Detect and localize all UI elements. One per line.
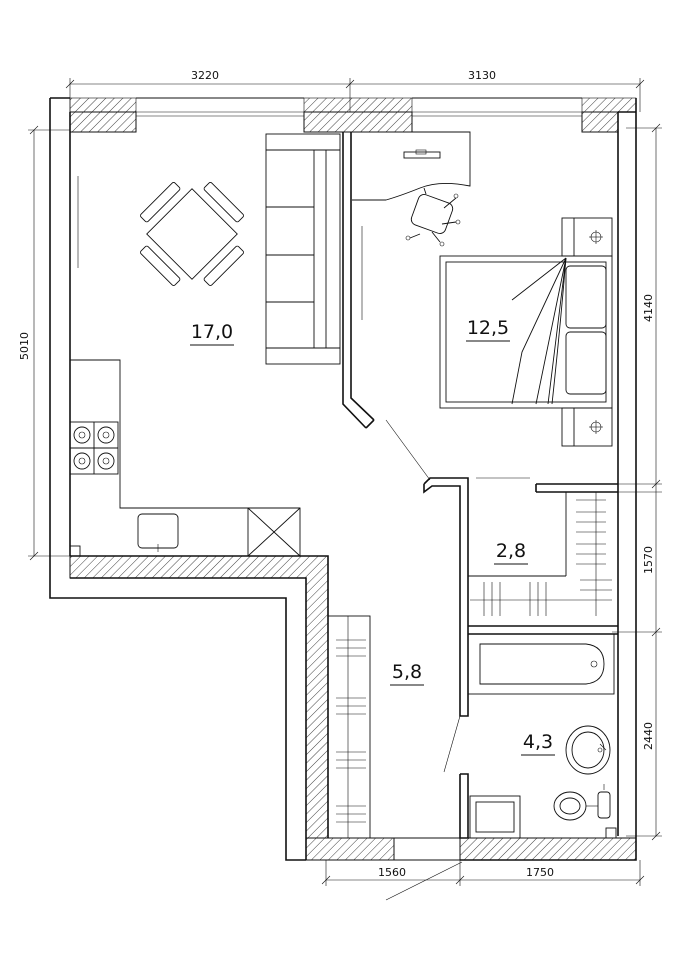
room-label-bathroom: 4,3 [521, 731, 555, 756]
floor-drain-icon [69, 545, 81, 557]
dimension-bottom-left: 1560 [378, 866, 406, 879]
bathtub [467, 633, 615, 695]
storage-shelves [470, 492, 612, 616]
desk [352, 131, 471, 201]
room-label-bedroom: 12,5 [466, 317, 510, 342]
dimension-right-upper: 4140 [642, 294, 655, 322]
kitchen-counter [70, 359, 301, 557]
area-bedroom: 12,5 [467, 317, 509, 339]
sofa [265, 133, 341, 365]
dimension-lines [28, 78, 662, 901]
area-hallway: 5,8 [392, 661, 422, 683]
stove-icon [69, 421, 119, 475]
area-bathroom: 4,3 [523, 731, 553, 753]
toilet-icon [553, 784, 611, 821]
dimension-bottom-right: 1750 [526, 866, 554, 879]
dimension-top-left: 3220 [191, 69, 219, 82]
area-living-kitchen: 17,0 [191, 321, 233, 343]
office-chair-icon [405, 187, 461, 247]
room-label-hallway: 5,8 [390, 661, 424, 686]
dining-table-set [140, 182, 244, 286]
sink-icon [137, 513, 179, 552]
dimension-top-right: 3130 [468, 69, 496, 82]
dimension-right-middle: 1570 [642, 546, 655, 574]
washing-machine-icon [469, 795, 521, 839]
nightstand-icon [561, 407, 613, 447]
room-label-storage: 2,8 [494, 540, 528, 565]
interior-partitions [342, 132, 618, 839]
room-label-living-kitchen: 17,0 [190, 321, 234, 346]
exterior-walls [49, 97, 637, 861]
washbasin-icon [565, 725, 611, 775]
area-storage: 2,8 [496, 540, 526, 562]
floor-drain-icon [605, 827, 617, 839]
dimension-left: 5010 [18, 332, 31, 360]
double-bed [439, 255, 613, 409]
wardrobe [327, 615, 371, 839]
nightstand-icon [561, 217, 613, 257]
dimension-right-lower: 2440 [642, 722, 655, 750]
